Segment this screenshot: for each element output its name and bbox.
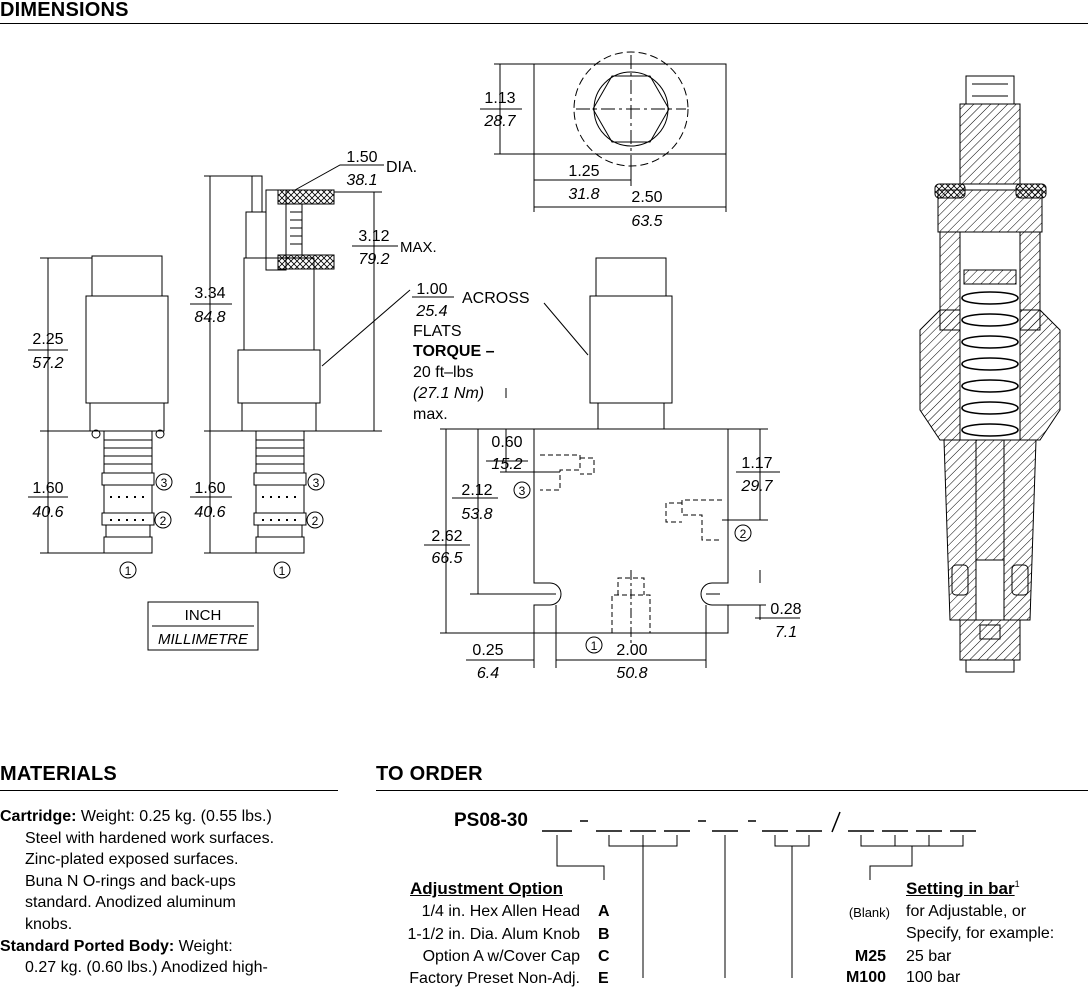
torque-max: max. xyxy=(413,406,448,423)
adjustment-option-label: 1/4 in. Hex Allen Head xyxy=(421,903,580,920)
dim-1-25: 1.25 xyxy=(568,163,599,180)
legend-millimetre: MILLIMETRE xyxy=(158,631,249,648)
dim-1-60-a: 1.60 xyxy=(32,480,63,497)
dim-28-7: 28.7 xyxy=(483,113,516,130)
dim-1-13: 1.13 xyxy=(484,90,515,107)
dim-1-50: 1.50 xyxy=(346,149,377,166)
setting-footnote: 1 xyxy=(1014,879,1020,890)
body-label: Standard Ported Body: xyxy=(0,937,175,955)
setting-code: M100 xyxy=(845,969,886,986)
to-order-title: TO ORDER xyxy=(376,763,483,785)
adjustment-option-code: E xyxy=(598,970,609,987)
dim-63-5: 63.5 xyxy=(631,213,662,230)
cartridge-view-plain xyxy=(28,255,169,554)
setting-code: M25 xyxy=(854,948,886,965)
legend-inch: INCH xyxy=(185,607,222,624)
dim-79-2: 79.2 xyxy=(358,251,389,268)
dim-57-2: 57.2 xyxy=(32,355,63,372)
cartridge-weight: Weight: 0.25 kg. (0.55 lbs.) xyxy=(76,808,272,825)
dim-53-8: 53.8 xyxy=(461,506,492,523)
setting-desc: Specify, for example: xyxy=(906,925,1055,942)
setting-desc: 25 bar xyxy=(906,948,952,965)
adjustment-option-label: 1-1/2 in. Dia. Alum Knob xyxy=(407,926,580,943)
dim-flats: FLATS xyxy=(413,323,462,340)
setting-title-text: Setting in bar xyxy=(906,879,1015,898)
dim-84-8: 84.8 xyxy=(194,309,225,326)
dimension-drawing: 2.25 57.2 1.60 40.6 3 2 1 xyxy=(28,51,1061,682)
torque-ftlbs: 20 ft–lbs xyxy=(413,364,473,381)
dimensions-title: DIMENSIONS xyxy=(0,0,129,21)
model-prefix: PS08-30 xyxy=(454,810,528,831)
cartridge-line: knobs. xyxy=(25,915,73,933)
dim-6-4: 6.4 xyxy=(477,665,499,682)
setting-desc: 100 bar xyxy=(906,969,961,986)
body-weight: Weight: xyxy=(174,937,233,955)
cartridge-line: Steel with hardened work surfaces. xyxy=(25,829,275,847)
dim-3-12: 3.12 xyxy=(358,228,389,245)
dim-40-6-b: 40.6 xyxy=(194,504,225,521)
adjustment-option-label: Factory Preset Non-Adj. xyxy=(409,970,580,987)
cartridge-view-knob xyxy=(190,164,454,554)
port-1-label-b: 1 xyxy=(279,564,286,578)
dim-15-2: 15.2 xyxy=(491,456,522,473)
port-1-label-c: 1 xyxy=(591,639,598,653)
cartridge-label: Cartridge: xyxy=(0,808,77,825)
cartridge-line: standard. Anodized aluminum xyxy=(25,894,236,912)
dim-40-6-a: 40.6 xyxy=(32,504,63,521)
materials-title: MATERIALS xyxy=(0,763,117,785)
dimensions-rule xyxy=(0,23,1088,24)
body-top-view xyxy=(480,51,727,212)
cartridge-line: Buna N O-rings and back-ups xyxy=(25,872,236,890)
to-order-rule xyxy=(376,790,1088,791)
cross-section-view xyxy=(919,75,1061,673)
adjustment-option-code: B xyxy=(598,926,610,943)
port-2-label-c: 2 xyxy=(740,527,747,541)
setting-code: (Blank) xyxy=(848,905,890,920)
dim-2-50: 2.50 xyxy=(631,189,662,206)
dim-2-12: 2.12 xyxy=(461,482,492,499)
dim-38-1: 38.1 xyxy=(346,172,377,189)
dim-dia: DIA. xyxy=(386,159,417,176)
dim-1-60-b: 1.60 xyxy=(194,480,225,497)
materials-rule xyxy=(0,790,338,791)
adjustment-option-code: C xyxy=(598,948,610,965)
dim-7-1: 7.1 xyxy=(775,624,797,641)
dim-66-5: 66.5 xyxy=(431,550,462,567)
dim-25-4: 25.4 xyxy=(415,303,447,320)
dim-2-00: 2.00 xyxy=(616,642,647,659)
dim-0-28: 0.28 xyxy=(770,601,801,618)
setting-title: Setting in bar1 xyxy=(906,879,1020,899)
dim-across: ACROSS xyxy=(462,290,530,307)
dim-0-60: 0.60 xyxy=(491,434,522,451)
dim-1-00: 1.00 xyxy=(416,281,447,298)
dim-29-7: 29.7 xyxy=(740,478,773,495)
dim-max: MAX. xyxy=(400,239,437,256)
dim-3-34: 3.34 xyxy=(194,285,225,302)
unit-legend-box xyxy=(147,601,259,651)
torque-label: TORQUE – xyxy=(413,343,495,360)
dim-31-8: 31.8 xyxy=(568,186,599,203)
adjustment-option-label: Option A w/Cover Cap xyxy=(422,948,580,965)
dim-50-8: 50.8 xyxy=(616,665,647,682)
cartridge-line: Zinc-plated exposed surfaces. xyxy=(25,851,239,869)
dim-0-25: 0.25 xyxy=(472,642,503,659)
dim-2-25: 2.25 xyxy=(32,331,63,348)
setting-desc: for Adjustable, or xyxy=(906,903,1027,920)
body-front-view xyxy=(424,257,800,668)
adjustment-option-title: Adjustment Option xyxy=(410,879,563,898)
body-line: 0.27 kg. (0.60 lbs.) Anodized high- xyxy=(25,959,268,977)
dim-1-17: 1.17 xyxy=(741,455,772,472)
dim-2-62: 2.62 xyxy=(431,528,462,545)
port-3-label-a: 3 xyxy=(161,476,168,490)
port-2-label-a: 2 xyxy=(160,514,167,528)
materials-text: Cartridge: Weight: 0.25 kg. (0.55 lbs.) … xyxy=(0,806,340,979)
adjustment-option-code: A xyxy=(598,903,610,920)
port-3-label-c: 3 xyxy=(519,484,526,498)
port-2-label-b: 2 xyxy=(312,514,319,528)
port-3-label-b: 3 xyxy=(313,476,320,490)
port-1-label-a: 1 xyxy=(125,564,132,578)
torque-nm: (27.1 Nm) xyxy=(413,385,484,402)
